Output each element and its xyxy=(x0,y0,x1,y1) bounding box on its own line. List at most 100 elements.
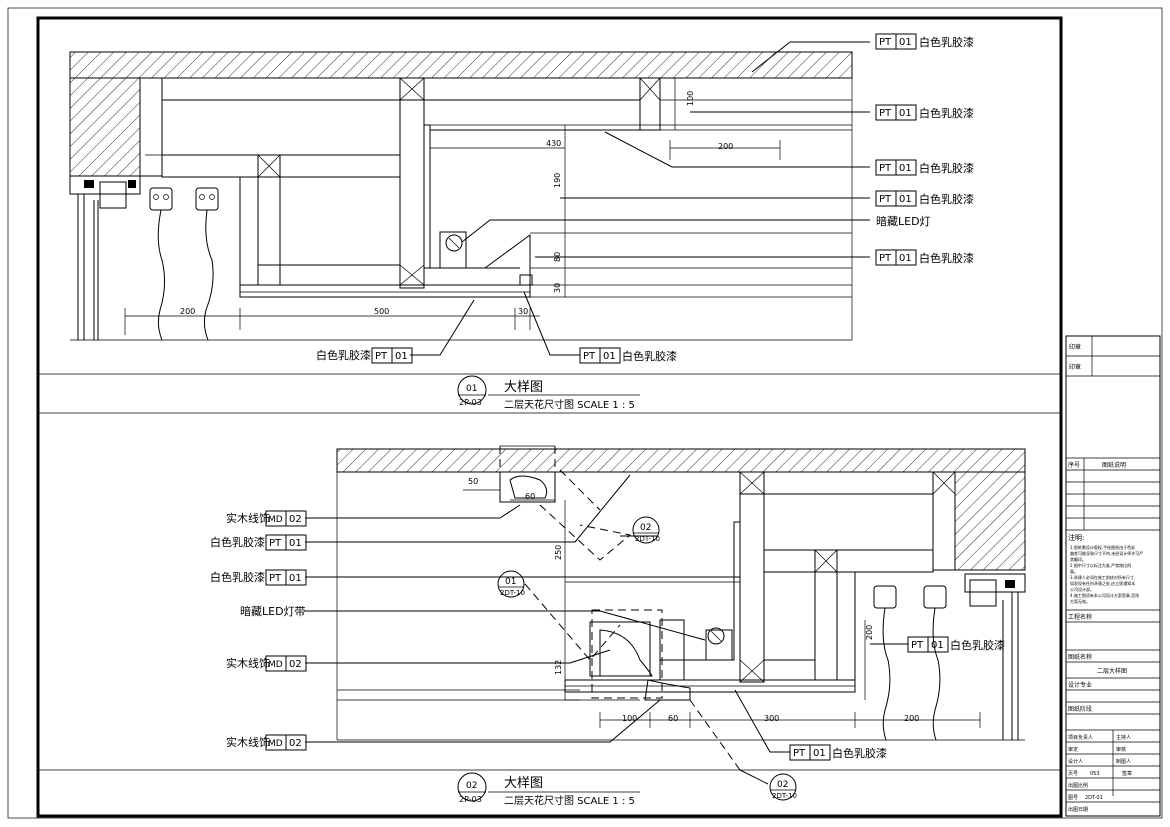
svg-text:实木线饰: 实木线饰 xyxy=(226,656,270,670)
led-fixture-2 xyxy=(705,629,733,661)
dim-30-horiz: 30 xyxy=(518,307,528,316)
svg-text:01: 01 xyxy=(395,351,408,362)
dim-300: 300 xyxy=(764,714,779,723)
svg-text:01: 01 xyxy=(899,163,912,174)
page-no-label: 页号 xyxy=(1068,771,1078,777)
detail-02-sheet: 2P-03 xyxy=(459,795,482,804)
callout-pt01-7: PT 01 白色乳胶漆 xyxy=(579,347,677,364)
svg-text:01: 01 xyxy=(813,748,826,759)
svg-text:白色乳胶漆: 白色乳胶漆 xyxy=(832,746,887,760)
svg-text:PT: PT xyxy=(269,538,282,549)
dim-60-bottom: 60 xyxy=(668,714,678,723)
svg-text:PT: PT xyxy=(375,351,388,362)
svg-text:PT: PT xyxy=(583,351,596,362)
detail-02-heading: 大样图 xyxy=(504,776,543,791)
right-wall xyxy=(954,471,1026,571)
svg-text:PT: PT xyxy=(879,253,892,264)
svg-text:01: 01 xyxy=(899,194,912,205)
desc-label: 图纸说明 xyxy=(1102,461,1126,469)
discipline-label: 设计专业 xyxy=(1068,681,1092,689)
callout-pt01-8: 白色乳胶漆 PT 01 xyxy=(210,534,307,551)
svg-text:1.图纸需设计版权,手绘图纸由于色彩: 1.图纸需设计版权,手绘图纸由于色彩 xyxy=(1070,544,1135,550)
dim-250: 250 xyxy=(554,545,563,560)
scale-label: 出图比例 xyxy=(1068,782,1088,789)
svg-text:01: 01 xyxy=(899,37,912,48)
dim-80: 80 xyxy=(553,252,562,262)
callout-pt01-9: 白色乳胶漆 PT 01 xyxy=(210,569,307,586)
row-2-left: 设计人 xyxy=(1068,758,1083,765)
svg-text:实木线饰: 实木线饰 xyxy=(226,511,270,525)
svg-text:02: 02 xyxy=(289,514,302,525)
svg-text:白色乳胶漆: 白色乳胶漆 xyxy=(919,192,974,206)
svg-text:量。: 量。 xyxy=(1070,568,1078,574)
svg-text:2.图中尺寸以标注为准,严禁按比例: 2.图中尺寸以标注为准,严禁按比例 xyxy=(1070,562,1131,568)
dim-200-top: 200 xyxy=(718,142,733,151)
detail-01-subtitle: 二层天花尺寸图 SCALE 1 : 5 xyxy=(504,398,635,411)
sign-label: 签章 xyxy=(1122,770,1132,777)
svg-text:01: 01 xyxy=(289,573,302,584)
svg-text:如发现有任何矛盾之处,应立即通知本: 如发现有任何矛盾之处,应立即通知本 xyxy=(1070,580,1135,586)
svg-text:PT: PT xyxy=(879,194,892,205)
svg-text:01: 01 xyxy=(931,640,944,651)
row-0-right: 主持人 xyxy=(1116,734,1131,741)
detail-01-number: 01 xyxy=(466,384,477,394)
svg-text:偏差可能导致尺寸不符,未经设计师许可严: 偏差可能导致尺寸不符,未经设计师许可严 xyxy=(1070,550,1143,556)
svg-text:MD: MD xyxy=(268,515,283,525)
page-no: 053 xyxy=(1090,771,1100,777)
svg-text:2DT-10: 2DT-10 xyxy=(500,589,525,597)
dim-200-bottom: 200 xyxy=(180,307,195,316)
detail-02-subtitle: 二层天花尺寸图 SCALE 1 : 5 xyxy=(504,794,635,807)
svg-text:白色乳胶漆: 白色乳胶漆 xyxy=(622,349,677,363)
dim-60-top: 60 xyxy=(525,492,535,501)
callout-pt01-5: PT 01 白色乳胶漆 xyxy=(875,249,974,266)
callout-md02-3: 实木线饰 MD 02 xyxy=(226,734,307,751)
svg-text:实木线饰: 实木线饰 xyxy=(226,735,270,749)
detail-02-number: 02 xyxy=(466,781,477,791)
svg-text:3.承建人必须在施工前核对所有尺寸,: 3.承建人必须在施工前核对所有尺寸, xyxy=(1070,574,1135,580)
dim-430: 430 xyxy=(546,139,561,148)
svg-text:02: 02 xyxy=(289,659,302,670)
title-block: 印章 印章 序号 图纸说明 注明: 1.图纸需设计版权,手绘图纸由于色彩 偏差可… xyxy=(1065,335,1161,817)
no-label: 序号 xyxy=(1068,461,1080,469)
drawing-no-label: 图号 xyxy=(1068,795,1078,801)
svg-text:PT: PT xyxy=(879,37,892,48)
row-2-right: 制图人 xyxy=(1116,758,1131,765)
ceiling-slab xyxy=(69,51,853,79)
svg-text:禁翻印。: 禁翻印。 xyxy=(1070,556,1086,562)
svg-text:PT: PT xyxy=(879,108,892,119)
drawing-name: 二层大样图 xyxy=(1097,667,1127,675)
svg-text:MD: MD xyxy=(268,660,283,670)
svg-text:方案无效。: 方案无效。 xyxy=(1070,598,1090,604)
date-label: 出图日期 xyxy=(1068,806,1088,813)
callout-pt01-2: PT 01 白色乳胶漆 xyxy=(875,104,974,121)
dim-190: 190 xyxy=(553,173,562,188)
detail-01-heading: 大样图 xyxy=(504,380,543,395)
svg-text:PT: PT xyxy=(793,748,806,759)
svg-text:白色乳胶漆: 白色乳胶漆 xyxy=(919,35,974,49)
dim-100-bottom: 100 xyxy=(622,714,637,723)
svg-text:01: 01 xyxy=(289,538,302,549)
crown-molding-bottom xyxy=(599,629,653,677)
svg-text:PT: PT xyxy=(879,163,892,174)
svg-text:02: 02 xyxy=(289,738,302,749)
detail-01-title: 01 2P-03 大样图 二层天花尺寸图 SCALE 1 : 5 xyxy=(457,375,640,411)
callout-pt01-10: PT 01 白色乳胶漆 xyxy=(907,636,1005,653)
svg-text:白色乳胶漆: 白色乳胶漆 xyxy=(919,161,974,175)
svg-text:02: 02 xyxy=(777,780,788,790)
drawing-name-label: 图纸名称 xyxy=(1068,653,1092,661)
section-ref-3: 02 2DT-10 xyxy=(769,773,797,801)
section-ref-1: 02 2DT-10 xyxy=(632,516,660,544)
callout-pt01-4: PT 01 白色乳胶漆 xyxy=(875,190,974,207)
svg-text:白色乳胶漆: 白色乳胶漆 xyxy=(210,570,265,584)
project-label: 工程名称 xyxy=(1068,613,1092,621)
svg-text:PT: PT xyxy=(269,573,282,584)
ceiling-slab-2 xyxy=(336,448,1026,473)
callout-led-strip: 暗藏LED灯带 xyxy=(240,604,306,618)
svg-text:2DT-10: 2DT-10 xyxy=(772,792,797,800)
outer-border xyxy=(7,7,1163,819)
svg-text:PT: PT xyxy=(911,640,924,651)
section-ref-2: 01 2DT-10 xyxy=(497,570,525,598)
inner-border xyxy=(36,16,1063,818)
detail-02-title: 02 2P-03 大样图 二层天花尺寸图 SCALE 1 : 5 xyxy=(457,772,640,807)
